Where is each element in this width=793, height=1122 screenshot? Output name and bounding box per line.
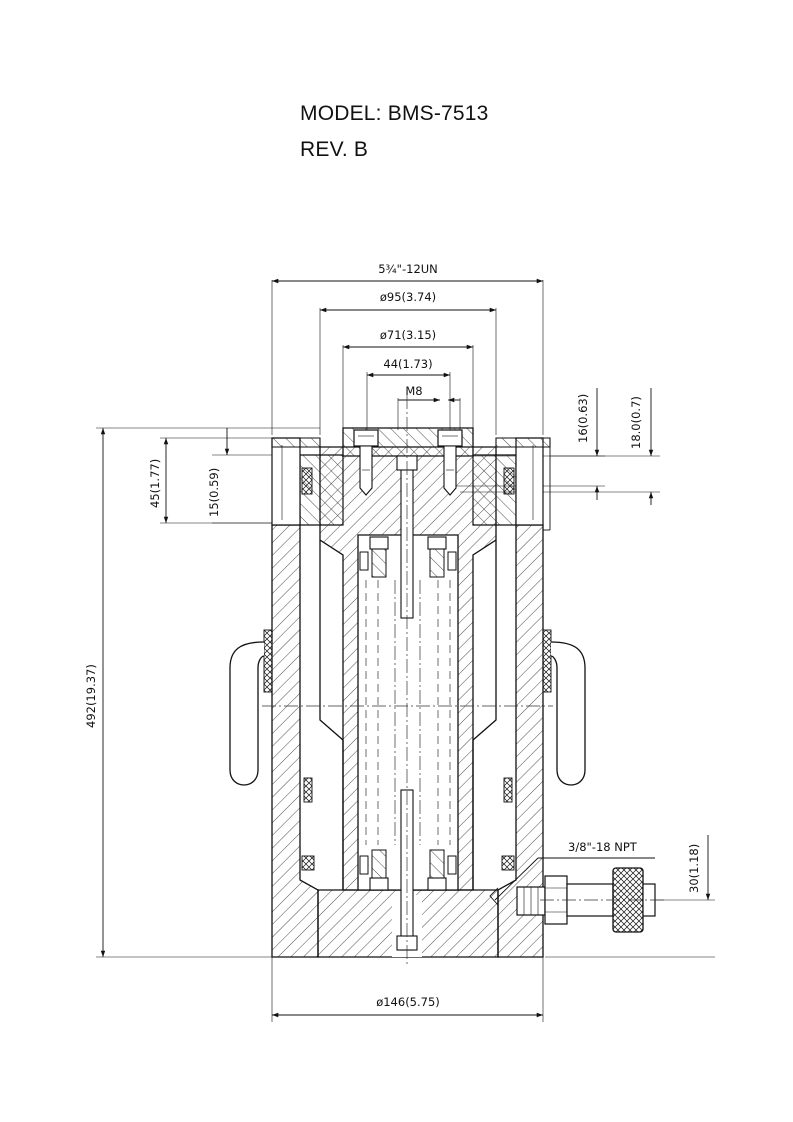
cap-thickness-dimension: 16(0.63) xyxy=(576,394,590,443)
cylinder-body xyxy=(262,395,553,965)
carry-handles xyxy=(229,629,586,786)
dimension-annotations: 5¾"-12UN ø95(3.74) ø71(3.15) 44(1.73) M8… xyxy=(84,262,715,1022)
bolt-thread-dimension: M8 xyxy=(405,384,422,398)
hydraulic-coupler xyxy=(516,867,665,933)
overall-height-dimension: 492(19.37) xyxy=(84,664,98,728)
port-thread-dimension: 3/8"-18 NPT xyxy=(568,840,638,854)
bolt-spacing-dimension: 44(1.73) xyxy=(383,357,432,371)
collar-depth-dimension: 15(0.59) xyxy=(207,468,221,517)
revision-label: REV. B xyxy=(300,138,369,161)
upper-piston-fasteners xyxy=(359,536,457,578)
thread-dimension: 5¾"-12UN xyxy=(378,262,438,276)
top-to-collar-dimension: 45(1.77) xyxy=(148,459,162,508)
lower-piston-fasteners xyxy=(359,849,457,891)
model-label: MODEL: BMS-7513 xyxy=(300,102,489,125)
port-height-dimension: 30(1.18) xyxy=(687,844,701,893)
saddle-height-dimension: 18.0(0.7) xyxy=(629,396,643,449)
base-diameter-dimension: ø146(5.75) xyxy=(376,995,440,1009)
collar-diameter-dimension: ø95(3.74) xyxy=(380,290,436,304)
plunger-diameter-dimension: ø71(3.15) xyxy=(380,328,436,342)
title-block: MODEL: BMS-7513 REV. B xyxy=(300,96,489,168)
